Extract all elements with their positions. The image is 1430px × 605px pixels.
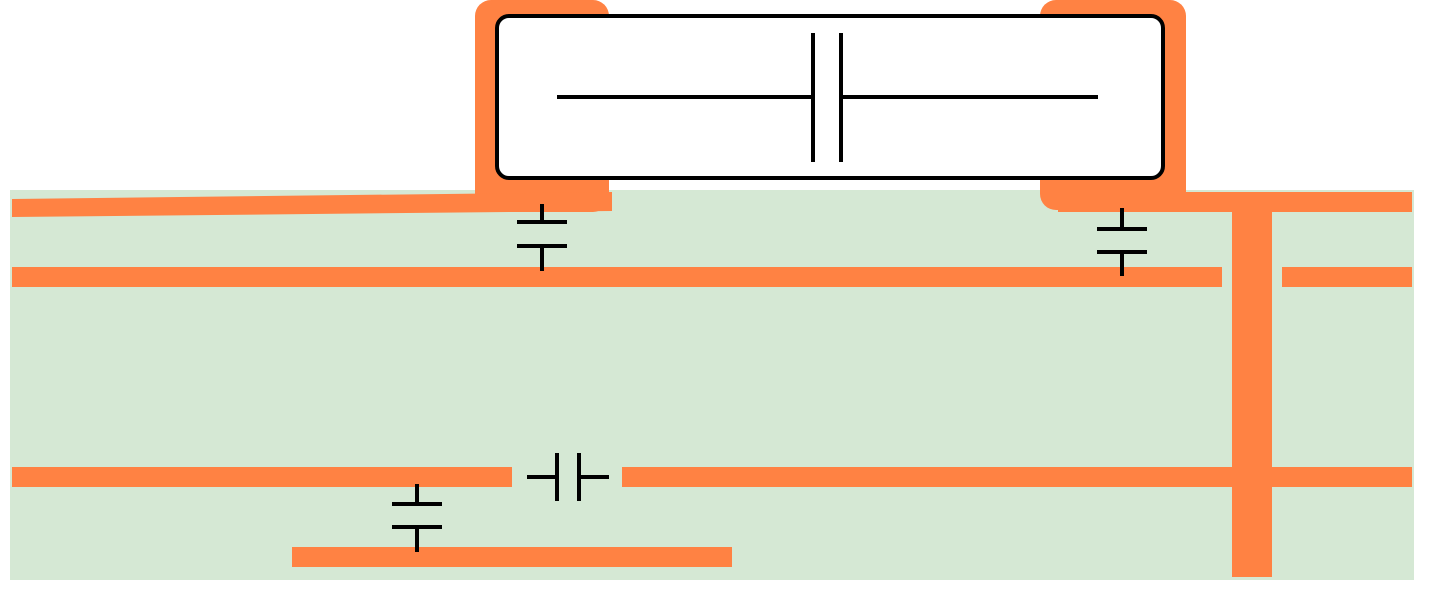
wire-lower-left: [12, 467, 512, 487]
wire-upper-left: [12, 267, 1222, 287]
wire-bottom: [292, 547, 732, 567]
capacitor-right-coupling: [1097, 208, 1147, 276]
capacitor-main-box: [495, 14, 1165, 180]
wire-upper-right: [1282, 267, 1412, 287]
substrate-region: [10, 190, 1414, 580]
capacitor-main: [557, 33, 1098, 162]
capacitor-left-coupling: [517, 204, 567, 271]
wire-top-left: [12, 192, 612, 217]
via-vertical: [1232, 192, 1272, 577]
capacitor-bottom-coupling: [392, 484, 442, 552]
wire-lower-right: [622, 467, 1412, 487]
capacitor-lateral: [527, 453, 609, 501]
